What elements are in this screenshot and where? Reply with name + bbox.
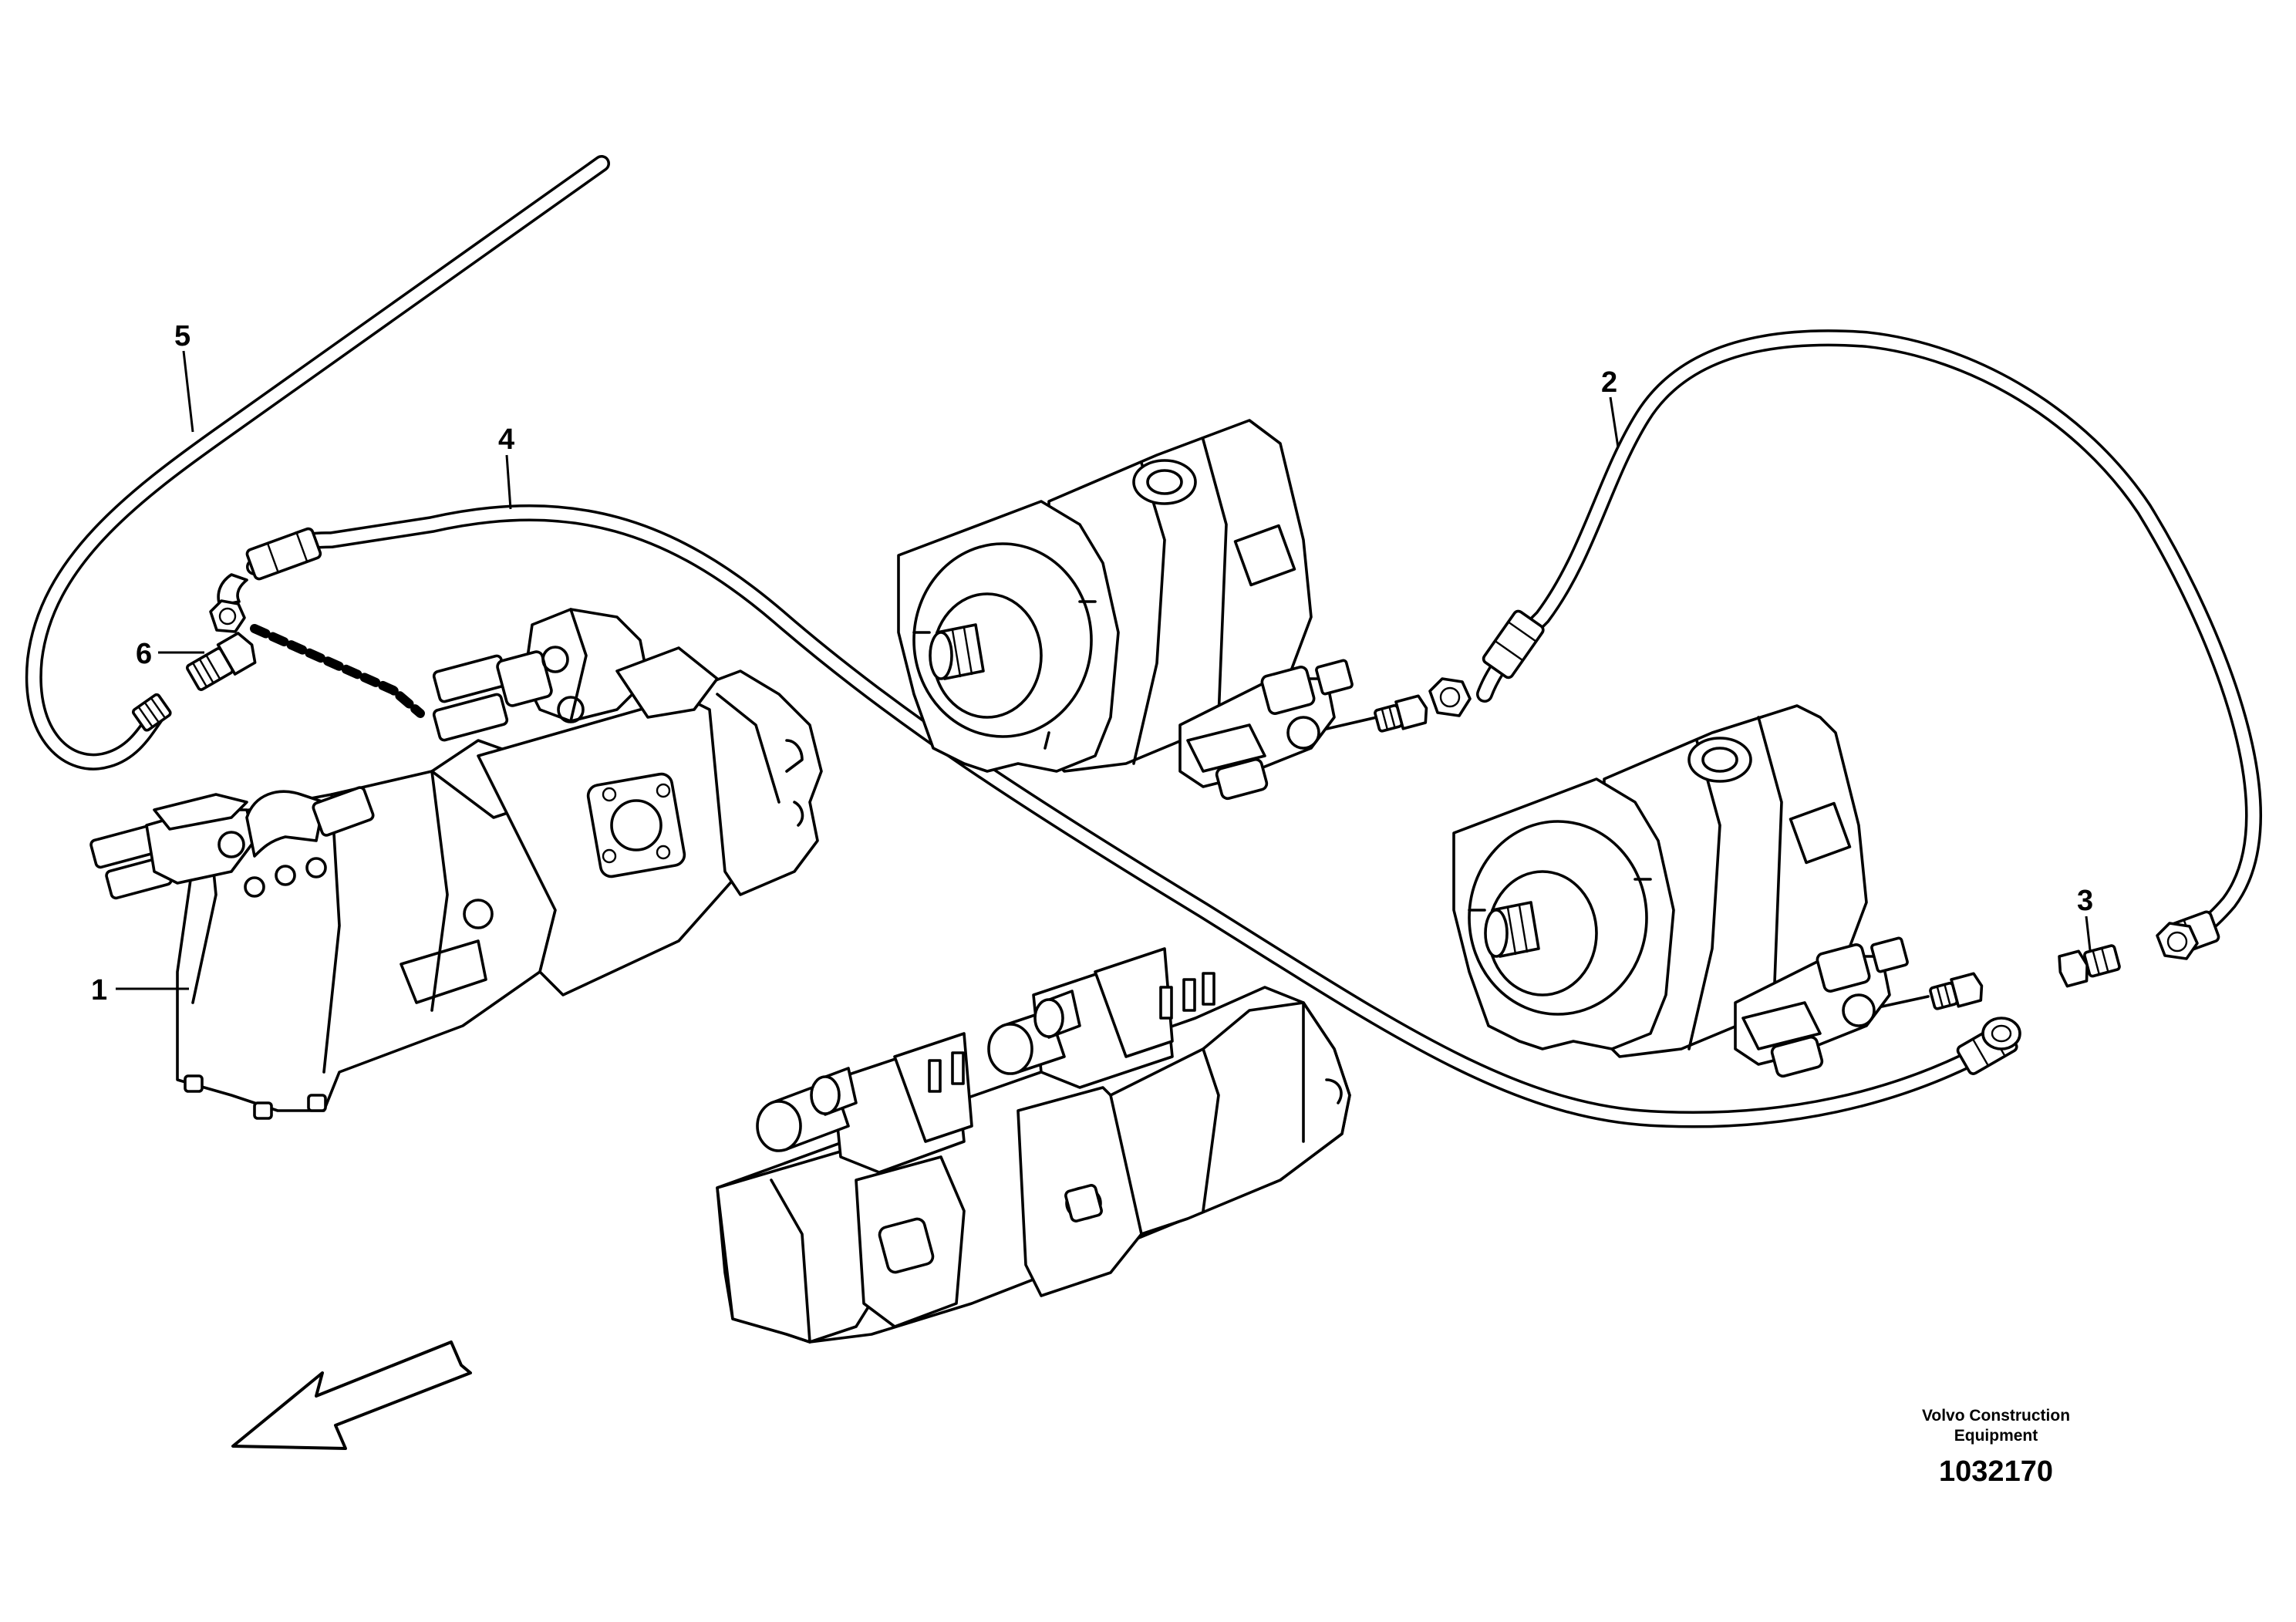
callout-2: 2 [1601,366,1617,399]
pump-assembly-1 [89,608,823,1120]
routing-dashed-line [250,624,425,718]
callout-6: 6 [136,638,152,670]
callout-3: 3 [2077,885,2093,917]
double-pump-assembly [716,947,1351,1344]
brand-line-2: Equipment [1954,1427,2038,1445]
hose-2 [1428,329,2262,960]
hose-4 [209,504,2021,1128]
callout-1: 1 [91,974,107,1007]
fitting-6 [186,632,257,691]
brand-line-1: Volvo Construction [1922,1407,2070,1425]
hydraulic-motor-lower [1452,704,1930,1078]
direction-arrow-icon [231,1340,472,1450]
callout-4: 4 [498,423,514,456]
drawing-number: 1032170 [1939,1455,2053,1488]
callout-leaders [116,350,2092,990]
hose-5 [25,155,610,771]
hydraulic-motor-upper [897,419,1378,801]
callout-5: 5 [174,320,190,352]
adapter-fitting-upper [1374,694,1428,733]
adapter-fitting-lower [1929,972,1984,1010]
fitting-3 [2058,944,2121,988]
